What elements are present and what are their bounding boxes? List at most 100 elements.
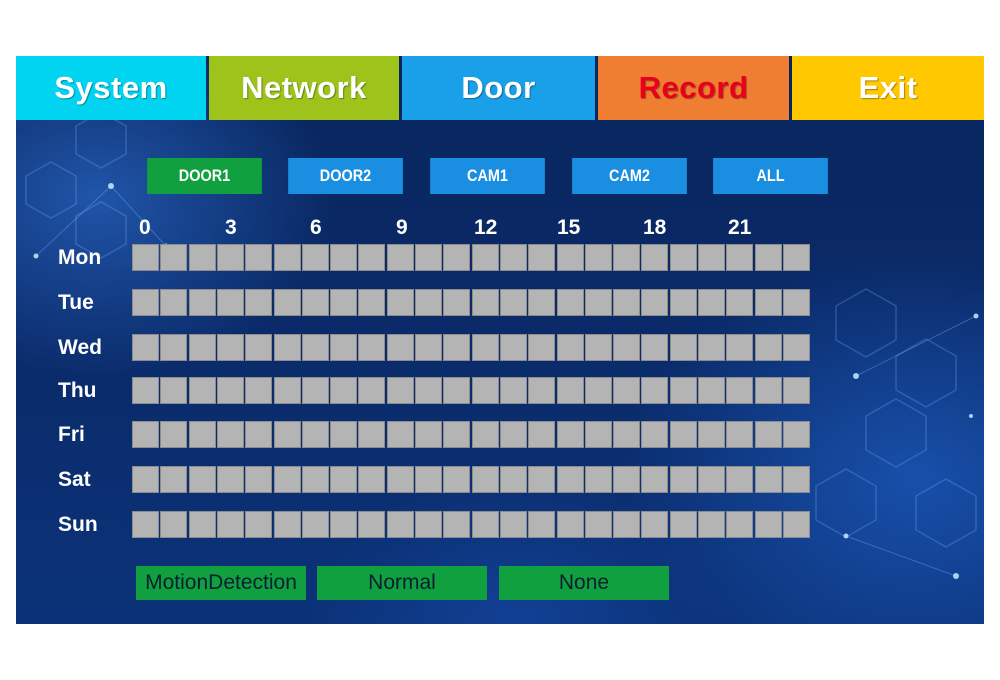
schedule-cell[interactable] <box>132 244 159 271</box>
schedule-cell[interactable] <box>471 377 499 404</box>
schedule-cell[interactable] <box>613 466 641 493</box>
schedule-cell[interactable] <box>754 244 782 271</box>
schedule-cell[interactable] <box>613 334 641 361</box>
menu-exit[interactable]: Exit <box>792 56 984 120</box>
schedule-cell[interactable] <box>415 244 442 271</box>
schedule-cell[interactable] <box>443 466 471 493</box>
schedule-cell[interactable] <box>641 421 669 448</box>
schedule-cell[interactable] <box>584 511 612 538</box>
schedule-cell[interactable] <box>499 289 527 316</box>
menu-door[interactable]: Door <box>402 56 595 120</box>
schedule-cell[interactable] <box>556 289 584 316</box>
schedule-cell[interactable] <box>273 421 301 448</box>
menu-system[interactable]: System <box>16 56 206 120</box>
motion-detection-button[interactable]: MotionDetection <box>136 566 306 600</box>
schedule-cell[interactable] <box>443 511 471 538</box>
schedule-cell[interactable] <box>330 289 358 316</box>
schedule-cell[interactable] <box>698 377 725 404</box>
schedule-cell[interactable] <box>386 511 414 538</box>
schedule-cell[interactable] <box>443 244 471 271</box>
none-button[interactable]: None <box>499 566 669 600</box>
tab-cam2[interactable]: CAM2 <box>572 158 687 194</box>
schedule-cell[interactable] <box>301 511 329 538</box>
schedule-cell[interactable] <box>528 377 556 404</box>
schedule-cell[interactable] <box>556 334 584 361</box>
schedule-cell[interactable] <box>556 244 584 271</box>
schedule-cell[interactable] <box>471 334 499 361</box>
schedule-cell[interactable] <box>245 466 273 493</box>
schedule-cell[interactable] <box>499 244 527 271</box>
schedule-cell[interactable] <box>584 421 612 448</box>
schedule-cell[interactable] <box>641 244 669 271</box>
schedule-cell[interactable] <box>754 466 782 493</box>
schedule-cell[interactable] <box>584 244 612 271</box>
schedule-cell[interactable] <box>613 421 641 448</box>
schedule-cell[interactable] <box>782 466 810 493</box>
schedule-cell[interactable] <box>782 334 810 361</box>
schedule-cell[interactable] <box>273 511 301 538</box>
schedule-cell[interactable] <box>528 466 556 493</box>
schedule-cell[interactable] <box>415 511 442 538</box>
schedule-cell[interactable] <box>301 377 329 404</box>
schedule-cell[interactable] <box>160 466 188 493</box>
schedule-cell[interactable] <box>330 334 358 361</box>
schedule-cell[interactable] <box>386 377 414 404</box>
schedule-cell[interactable] <box>386 244 414 271</box>
schedule-cell[interactable] <box>273 466 301 493</box>
schedule-cell[interactable] <box>301 421 329 448</box>
schedule-cell[interactable] <box>358 421 386 448</box>
schedule-cell[interactable] <box>698 466 725 493</box>
schedule-cell[interactable] <box>698 289 725 316</box>
schedule-cell[interactable] <box>528 244 556 271</box>
schedule-cell[interactable] <box>188 289 216 316</box>
schedule-cell[interactable] <box>301 334 329 361</box>
schedule-cell[interactable] <box>216 511 244 538</box>
schedule-cell[interactable] <box>330 244 358 271</box>
schedule-cell[interactable] <box>245 289 273 316</box>
schedule-cell[interactable] <box>188 421 216 448</box>
schedule-cell[interactable] <box>669 511 697 538</box>
schedule-cell[interactable] <box>782 377 810 404</box>
schedule-cell[interactable] <box>782 244 810 271</box>
schedule-cell[interactable] <box>132 289 159 316</box>
schedule-cell[interactable] <box>556 421 584 448</box>
schedule-cell[interactable] <box>443 289 471 316</box>
schedule-cell[interactable] <box>499 334 527 361</box>
schedule-cell[interactable] <box>698 334 725 361</box>
schedule-cell[interactable] <box>330 511 358 538</box>
schedule-cell[interactable] <box>273 377 301 404</box>
schedule-cell[interactable] <box>415 466 442 493</box>
schedule-cell[interactable] <box>641 511 669 538</box>
schedule-cell[interactable] <box>754 511 782 538</box>
schedule-cell[interactable] <box>132 466 159 493</box>
schedule-cell[interactable] <box>358 289 386 316</box>
schedule-cell[interactable] <box>613 289 641 316</box>
schedule-cell[interactable] <box>528 334 556 361</box>
schedule-cell[interactable] <box>499 511 527 538</box>
schedule-cell[interactable] <box>330 377 358 404</box>
schedule-cell[interactable] <box>613 244 641 271</box>
schedule-cell[interactable] <box>301 244 329 271</box>
tab-cam1[interactable]: CAM1 <box>430 158 545 194</box>
schedule-cell[interactable] <box>726 511 754 538</box>
schedule-cell[interactable] <box>471 421 499 448</box>
schedule-cell[interactable] <box>216 244 244 271</box>
schedule-cell[interactable] <box>669 377 697 404</box>
schedule-cell[interactable] <box>132 334 159 361</box>
schedule-cell[interactable] <box>216 289 244 316</box>
schedule-cell[interactable] <box>528 511 556 538</box>
schedule-cell[interactable] <box>471 466 499 493</box>
schedule-cell[interactable] <box>726 421 754 448</box>
schedule-cell[interactable] <box>245 334 273 361</box>
schedule-cell[interactable] <box>641 377 669 404</box>
schedule-cell[interactable] <box>782 421 810 448</box>
schedule-cell[interactable] <box>386 466 414 493</box>
schedule-cell[interactable] <box>188 511 216 538</box>
schedule-cell[interactable] <box>188 334 216 361</box>
schedule-cell[interactable] <box>726 289 754 316</box>
schedule-cell[interactable] <box>160 377 188 404</box>
schedule-cell[interactable] <box>358 244 386 271</box>
schedule-cell[interactable] <box>754 421 782 448</box>
schedule-cell[interactable] <box>556 511 584 538</box>
schedule-cell[interactable] <box>415 377 442 404</box>
